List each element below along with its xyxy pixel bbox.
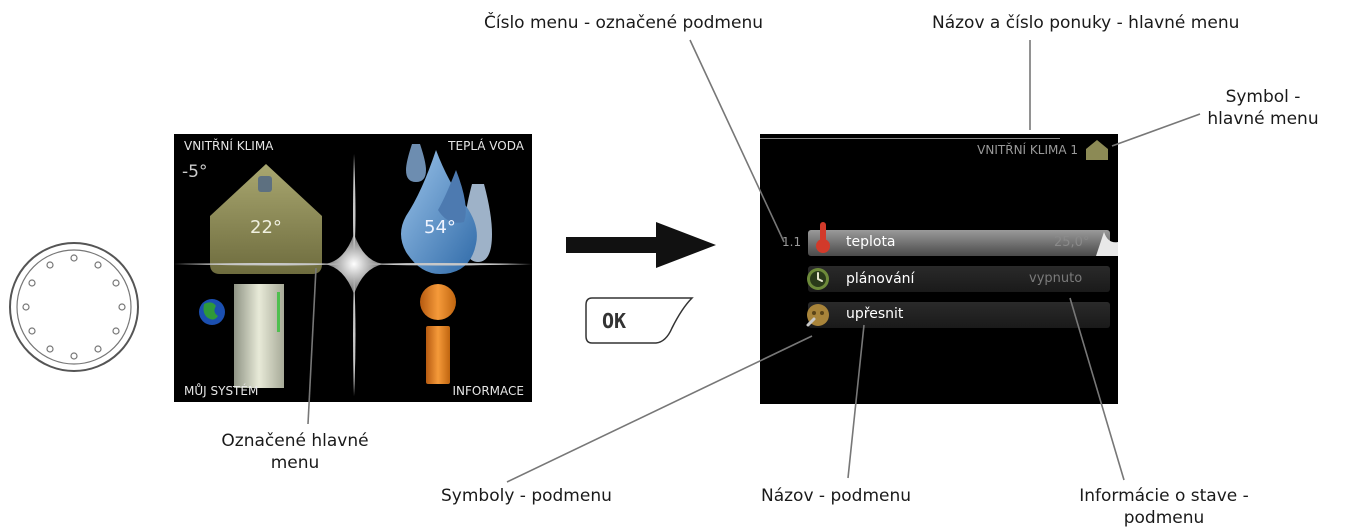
control-knob[interactable] bbox=[8, 241, 140, 373]
quadrant-label-my-system: MŮJ SYSTÉM bbox=[184, 384, 259, 398]
house-icon bbox=[210, 164, 322, 274]
callout-main-menu-symbol: Symbol - hlavné menu bbox=[1207, 87, 1319, 129]
submenu-row-label: upřesnit bbox=[846, 306, 904, 322]
main-menu-screen: VNITŘNÍ KLIMA TEPLÁ VODA MŮJ SYSTÉM INFO… bbox=[174, 134, 532, 402]
selection-star-icon bbox=[174, 154, 532, 396]
submenu-number: 1.1 bbox=[782, 235, 802, 249]
submenu-row-label: teplota bbox=[846, 234, 896, 250]
outdoor-temp: -5° bbox=[182, 162, 208, 182]
submenu-row-schedule[interactable] bbox=[808, 266, 1110, 292]
submenu-row-label: plánování bbox=[846, 271, 915, 287]
quadrant-label-indoor-climate: VNITŘNÍ KLIMA bbox=[184, 139, 274, 153]
submenu-header: VNITŘNÍ KLIMA 1 bbox=[977, 143, 1078, 157]
heat-pump-icon bbox=[234, 284, 284, 388]
callout-submenu-status: Informácie o stave - podmenu bbox=[1079, 486, 1249, 528]
indoor-temp: 22° bbox=[250, 217, 282, 238]
submenu-row-advanced[interactable] bbox=[808, 302, 1110, 328]
submenu-screen: VNITŘNÍ KLIMA 1 1.1 teplota 25,0° plánov… bbox=[760, 134, 1118, 404]
clock-icon bbox=[807, 268, 829, 290]
globe-icon bbox=[199, 299, 225, 325]
submenu-row-value: 25,0° bbox=[1054, 235, 1090, 250]
submenu-row-temperature[interactable] bbox=[808, 230, 1110, 256]
water-temp: 54° bbox=[424, 217, 456, 238]
water-drops-icon bbox=[401, 144, 492, 274]
tools-icon bbox=[806, 304, 829, 327]
callout-submenu-symbols: Symboly - podmenu bbox=[441, 486, 612, 506]
page-curl-icon bbox=[1096, 232, 1118, 256]
header-line bbox=[760, 138, 1060, 139]
thermometer-icon bbox=[816, 222, 830, 253]
callout-submenu-name: Názov - podmenu bbox=[761, 486, 912, 506]
house-small-icon bbox=[1086, 140, 1108, 160]
ok-button[interactable]: OK bbox=[584, 296, 696, 346]
callout-main-menu-name: Názov a číslo ponuky - hlavné menu bbox=[932, 13, 1240, 33]
submenu-row-value: vypnuto bbox=[1029, 271, 1083, 286]
callout-selected-main-menu: Označené hlavné menu bbox=[221, 431, 369, 473]
arrow-right-icon bbox=[566, 220, 718, 270]
info-icon bbox=[420, 284, 456, 384]
ok-button-label: OK bbox=[602, 309, 627, 333]
quadrant-label-hot-water: TEPLÁ VODA bbox=[448, 139, 524, 153]
callout-submenu-number: Číslo menu - označené podmenu bbox=[484, 13, 763, 33]
quadrant-label-info: INFORMACE bbox=[452, 384, 524, 398]
